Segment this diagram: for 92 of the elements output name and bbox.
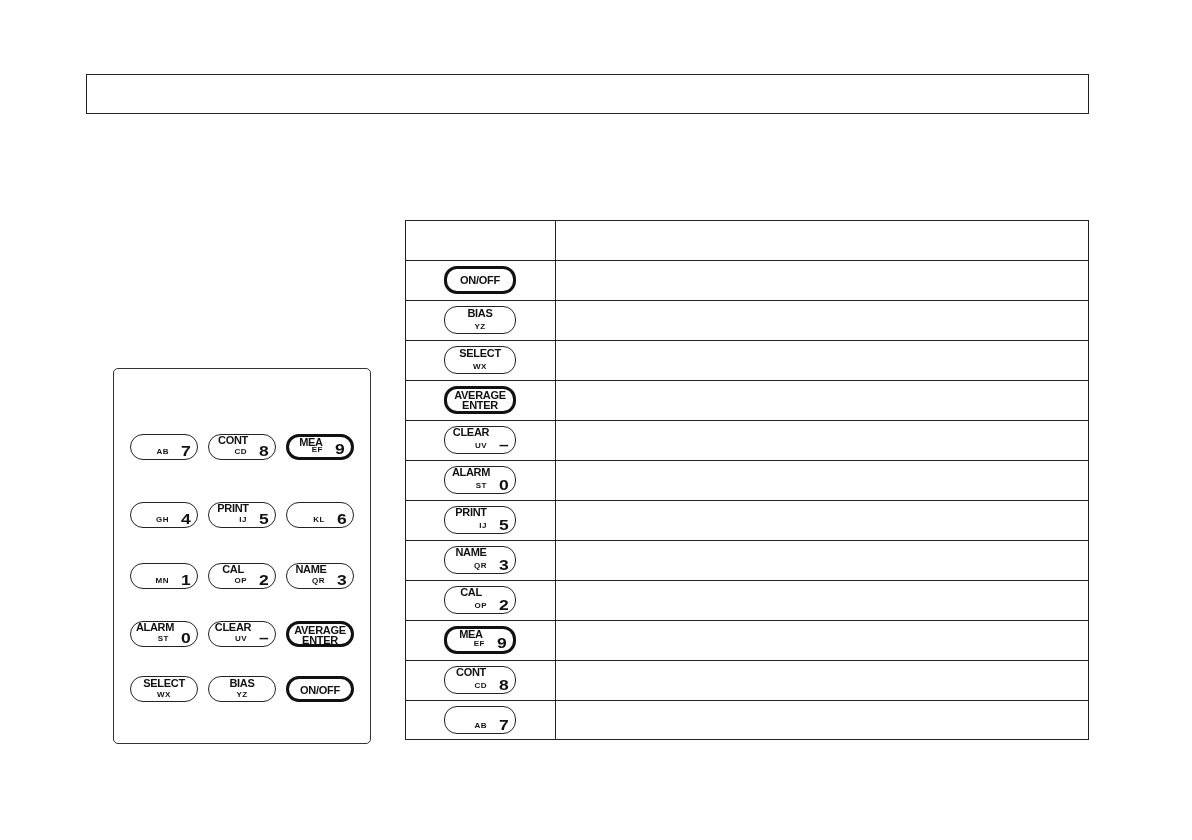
key-label: PRINT bbox=[454, 507, 488, 518]
keypad-key bbox=[286, 563, 354, 589]
keypad-key bbox=[208, 434, 276, 460]
key-label: CAL bbox=[221, 564, 245, 575]
key-letters: WX bbox=[472, 363, 488, 371]
key-digit: 1 bbox=[181, 573, 191, 587]
key-letters: OP bbox=[474, 602, 487, 610]
key-letters: WX bbox=[156, 691, 172, 699]
key-label: CLEAR bbox=[213, 622, 253, 633]
keypad-key bbox=[208, 621, 276, 647]
keypad-key bbox=[444, 426, 516, 454]
key-digit: 8 bbox=[499, 678, 509, 692]
key-letters: AB bbox=[474, 722, 487, 730]
key-digit: – bbox=[499, 438, 509, 452]
key-letters: EF bbox=[473, 640, 485, 648]
key-letters: EF bbox=[311, 446, 323, 454]
keypad-key bbox=[444, 306, 516, 334]
keypad-panel bbox=[113, 368, 371, 744]
key-letters: UV bbox=[234, 635, 247, 643]
key-letters: CD bbox=[474, 682, 487, 690]
key-label: AVERAGE ENTER bbox=[453, 390, 507, 410]
key-digit: – bbox=[259, 631, 269, 645]
keypad-key bbox=[444, 506, 516, 534]
keypad-key bbox=[444, 466, 516, 494]
key-digit: 6 bbox=[337, 512, 347, 526]
key-label: PRINT bbox=[216, 503, 250, 514]
keypad-key bbox=[130, 502, 198, 528]
keypad-key bbox=[444, 626, 516, 654]
keypad-key bbox=[444, 266, 516, 294]
keypad-key bbox=[286, 621, 354, 647]
keypad-key bbox=[444, 346, 516, 374]
key-digit: 7 bbox=[181, 444, 191, 458]
keypad-key bbox=[444, 386, 516, 414]
keypad-key bbox=[130, 621, 198, 647]
key-label: ALARM bbox=[134, 622, 176, 633]
key-letters: IJ bbox=[479, 522, 487, 530]
key-label: CLEAR bbox=[451, 427, 491, 438]
key-label: SELECT bbox=[142, 678, 186, 689]
key-letters: QR bbox=[312, 577, 325, 585]
key-letters: CD bbox=[234, 448, 247, 456]
key-letters: QR bbox=[474, 562, 487, 570]
key-label: CAL bbox=[459, 587, 483, 598]
key-letters: GH bbox=[156, 516, 169, 524]
key-label: CONT bbox=[217, 435, 249, 446]
key-label: CONT bbox=[455, 667, 487, 678]
keypad-key bbox=[444, 666, 516, 694]
key-letters: IJ bbox=[239, 516, 247, 524]
key-digit: 9 bbox=[497, 636, 507, 650]
key-letters: UV bbox=[474, 442, 487, 450]
keypad-key bbox=[130, 563, 198, 589]
key-digit: 8 bbox=[259, 444, 269, 458]
keypad-key bbox=[130, 434, 198, 460]
key-digit: 0 bbox=[499, 478, 509, 492]
key-label: MEA bbox=[458, 629, 484, 640]
key-letters: MN bbox=[155, 577, 169, 585]
key-label: AVERAGE ENTER bbox=[293, 625, 347, 645]
key-digit: 5 bbox=[499, 518, 509, 532]
key-digit: 7 bbox=[499, 718, 509, 732]
key-digit: 2 bbox=[259, 573, 269, 587]
keypad-key bbox=[444, 546, 516, 574]
keypad-key bbox=[208, 563, 276, 589]
key-label: ON/OFF bbox=[299, 685, 341, 696]
key-digit: 3 bbox=[337, 573, 347, 587]
key-letters: YZ bbox=[235, 691, 249, 699]
key-letters: YZ bbox=[473, 323, 487, 331]
key-digit: 0 bbox=[181, 631, 191, 645]
keypad-key bbox=[286, 502, 354, 528]
key-label: BIAS bbox=[466, 308, 494, 319]
keypad-key bbox=[130, 676, 198, 702]
key-label: SELECT bbox=[458, 348, 502, 359]
key-digit: 2 bbox=[499, 598, 509, 612]
keypad-key bbox=[286, 434, 354, 460]
key-digit: 9 bbox=[335, 442, 345, 456]
key-letters: ST bbox=[475, 482, 487, 490]
key-digit: 5 bbox=[259, 512, 269, 526]
key-label: BIAS bbox=[228, 678, 256, 689]
keypad-key bbox=[208, 502, 276, 528]
keypad-key bbox=[444, 586, 516, 614]
key-label: ALARM bbox=[450, 467, 492, 478]
key-label: ON/OFF bbox=[459, 275, 501, 286]
key-label: NAME bbox=[454, 547, 488, 558]
key-letters: OP bbox=[234, 577, 247, 585]
keypad-key bbox=[286, 676, 354, 702]
key-letters: KL bbox=[313, 516, 325, 524]
key-letters: AB bbox=[156, 448, 169, 456]
key-digit: 3 bbox=[499, 558, 509, 572]
key-label: NAME bbox=[294, 564, 328, 575]
keypad-key bbox=[208, 676, 276, 702]
keypad-key bbox=[444, 706, 516, 734]
key-label: MEA bbox=[298, 437, 324, 448]
key-digit: 4 bbox=[181, 512, 191, 526]
key-letters: ST bbox=[157, 635, 169, 643]
